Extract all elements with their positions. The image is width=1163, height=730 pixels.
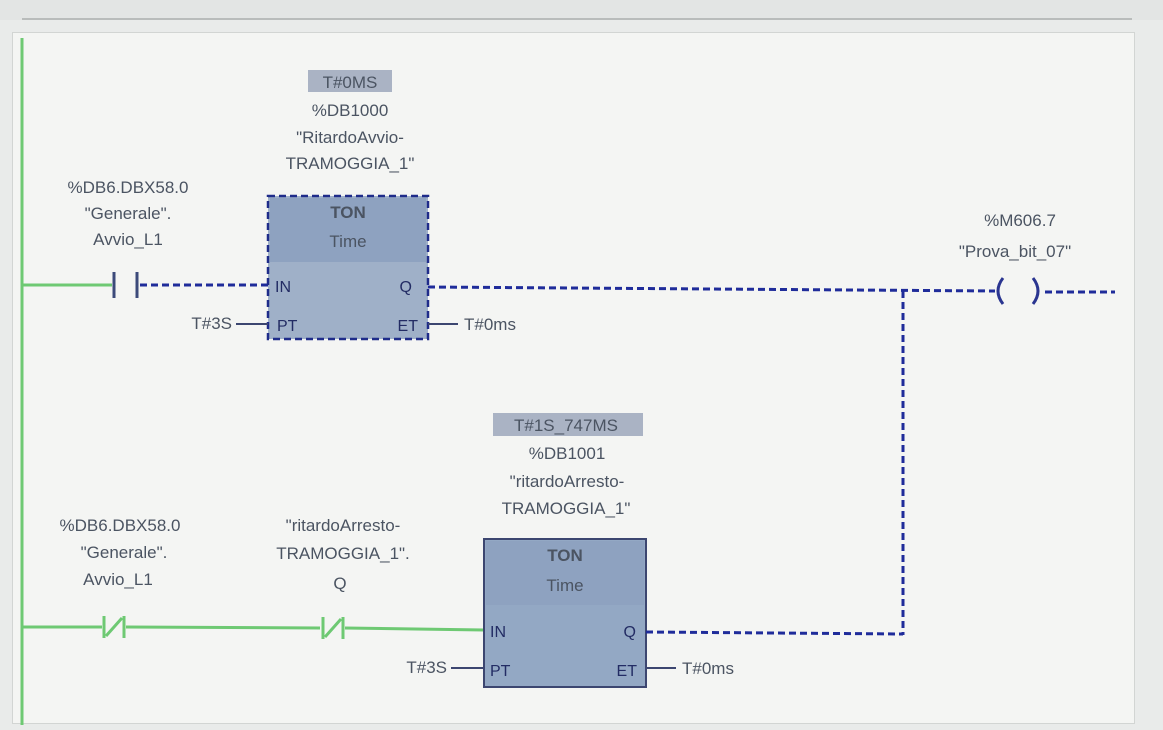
contact1-name-1: "Generale". [85, 204, 172, 223]
timer2-name-1: "ritardoArresto- [510, 472, 625, 491]
timer2-et-value[interactable]: T#0ms [682, 659, 734, 678]
contact1-name-2: Avvio_L1 [93, 230, 163, 249]
timer2-pin-in: IN [490, 624, 506, 641]
contact3-name-2: TRAMOGGIA_1". [276, 544, 410, 563]
timer1-pin-q: Q [400, 279, 412, 296]
rung2-powered-wire-3 [344, 626, 485, 632]
contact2-name-2: Avvio_L1 [83, 570, 153, 589]
rung2-wire-q-to-branch [645, 630, 904, 636]
timer2-pin-et: ET [617, 663, 638, 680]
timer1-name-1: "RitardoAvvio- [296, 128, 404, 147]
contact3-nc-contact[interactable] [321, 617, 345, 639]
coil-name: "Prova_bit_07" [959, 242, 1071, 261]
timer2-pin-pt: PT [490, 663, 511, 680]
timer1-type: TON [330, 203, 366, 222]
timer1-et-value[interactable]: T#0ms [464, 315, 516, 334]
toolbar-strip [0, 0, 1163, 20]
timer1-subtype: Time [329, 232, 366, 251]
timer1-pin-et: ET [398, 318, 419, 335]
coil-symbol[interactable] [996, 277, 1040, 305]
timer2-runtime-highlight [493, 413, 643, 436]
coil-address: %M606.7 [984, 211, 1056, 230]
timer2-db: %DB1001 [529, 444, 606, 463]
rung1-wire-to-coil [427, 285, 996, 293]
contact1-no-contact[interactable] [112, 272, 139, 298]
contact3-name-3: Q [333, 574, 346, 593]
timer2-pin-q: Q [624, 624, 636, 641]
timer2-runtime-value: T#1S_747MS [514, 416, 618, 435]
timer2-subtype: Time [546, 576, 583, 595]
contact1-address: %DB6.DBX58.0 [68, 178, 189, 197]
timer1-runtime-highlight [308, 70, 392, 92]
timer1-block[interactable] [266, 194, 430, 341]
rung2-powered-wire-2 [125, 625, 321, 630]
timer2-type: TON [547, 546, 583, 565]
timer1-name-2: TRAMOGGIA_1" [286, 154, 415, 173]
contact2-nc-contact[interactable] [102, 616, 126, 638]
timer2-block[interactable] [483, 538, 647, 688]
contact2-address: %DB6.DBX58.0 [60, 516, 181, 535]
timer1-runtime-value: T#0MS [323, 73, 378, 92]
timer1-pin-in: IN [275, 279, 291, 296]
timer1-db: %DB1000 [312, 101, 389, 120]
timer1-pt-value[interactable]: T#3S [191, 314, 232, 333]
timer2-name-2: TRAMOGGIA_1" [502, 499, 631, 518]
timer1-pin-pt: PT [277, 318, 298, 335]
network-separator [22, 18, 1132, 20]
timer2-pt-value[interactable]: T#3S [406, 658, 447, 677]
contact3-name-1: "ritardoArresto- [286, 516, 401, 535]
contact2-name-1: "Generale". [81, 543, 168, 562]
